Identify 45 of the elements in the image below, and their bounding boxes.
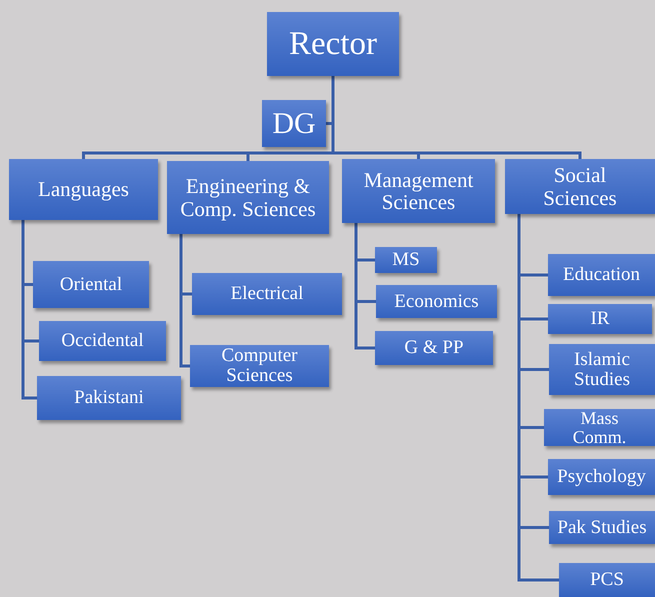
org-box [549,511,655,544]
unit-name: Oriental [60,274,122,294]
org-box [37,376,181,420]
unit-name: Computer Sciences [220,346,298,386]
org-box [342,159,495,223]
unit-name: Psychology [557,467,646,487]
unit-name: Islamic Studies [573,350,631,390]
org-box [544,409,655,446]
org-box [375,247,437,273]
org-box [549,344,655,395]
org-box [190,345,329,387]
org-box [505,159,655,214]
org-box [559,563,655,597]
unit-name: IR [590,309,610,329]
unit-name: Electrical [230,284,304,304]
connector-line [22,220,37,400]
org-box [376,285,497,318]
unit-name: Languages [38,178,129,201]
unit-name: Management Sciences [362,168,474,214]
org-box [33,261,149,308]
org-box [262,100,326,147]
unit-name: Rector [289,26,377,62]
unit-name: Economics [394,292,479,312]
unit-name: Occidental [61,331,144,351]
org-box [375,331,493,365]
unit-name: Pakistani [74,388,144,408]
org-box [167,161,329,234]
connector-line [518,214,559,582]
org-box [39,321,166,361]
unit-name: PCS [590,570,624,590]
unit-name: Social Sciences [542,164,618,209]
unit-name: G & PP [404,338,464,358]
connector-line [332,76,582,159]
org-box [267,12,399,76]
unit-name: Pak Studies [557,518,647,538]
org-box [548,254,655,296]
unit-name: Engineering & Comp. Sciences [179,175,317,220]
org-box [548,459,655,495]
org-box [548,304,652,334]
unit-name: MS [392,250,420,270]
unit-name: Education [562,265,640,285]
org-box [192,273,342,315]
org-box [9,159,158,220]
unit-name: DG [272,108,316,140]
unit-name: Mass Comm. [572,408,628,446]
